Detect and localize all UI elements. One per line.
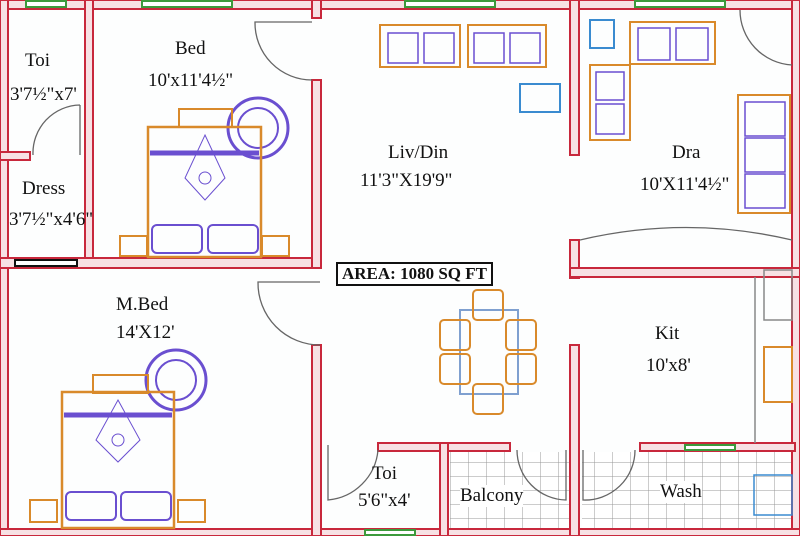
area-label: AREA: 1080 SQ FT — [336, 262, 493, 286]
room-size-drawing: 10'X11'4½" — [640, 174, 730, 195]
room-name-dress: Dress — [22, 178, 66, 199]
master-bed-furniture — [29, 348, 208, 530]
dining-table — [439, 289, 537, 415]
bed-furniture — [119, 96, 290, 259]
room-name-balcony: Balcony — [460, 485, 524, 507]
room-name-kitchen: Kit — [655, 323, 680, 344]
sofas — [379, 19, 791, 214]
room-name-drawing: Dra — [672, 142, 701, 163]
room-size-toilet-1: 3'7½"x7' — [10, 84, 77, 105]
room-name-bed: Bed — [175, 38, 206, 59]
sofa-cushions — [387, 27, 786, 209]
doors — [32, 9, 793, 501]
windows — [14, 0, 736, 536]
room-size-living-dining: 11'3"X19'9" — [360, 170, 453, 191]
room-size-toilet-2: 5'6"x4' — [358, 490, 411, 511]
room-size-bed: 10'x11'4½" — [148, 70, 234, 91]
room-name-wash: Wash — [660, 481, 702, 503]
room-size-dress: 3'7½"x4'6" — [9, 209, 94, 230]
kitchen-counter — [753, 269, 793, 516]
room-name-master-bed: M.Bed — [116, 294, 169, 315]
room-name-toilet-2: Toi — [372, 463, 398, 484]
room-name-toilet-1: Toi — [25, 50, 51, 71]
room-size-kitchen: 10'x8' — [646, 355, 691, 376]
room-name-living-dining: Liv/Din — [388, 142, 449, 163]
room-size-master-bed: 14'X12' — [116, 322, 175, 343]
